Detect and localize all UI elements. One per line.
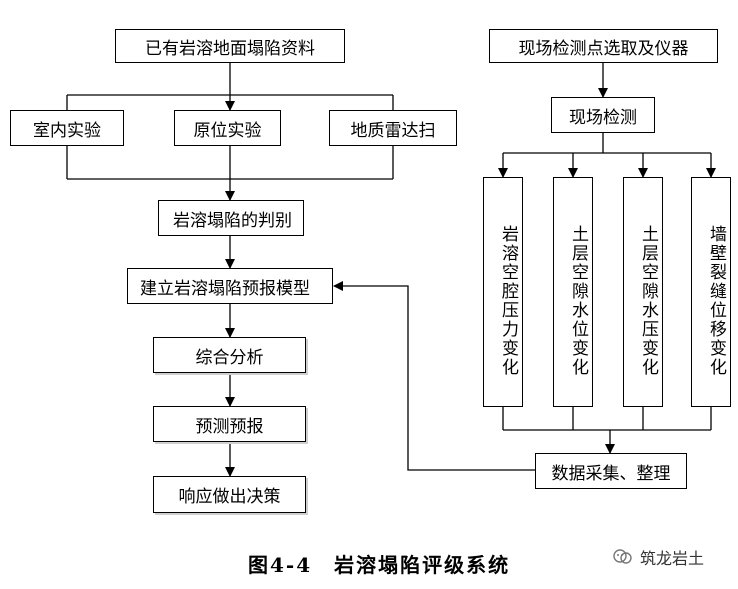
analysis-box: 综合分析	[153, 337, 306, 373]
existing-data-label: 已有岩溶地面塌陷资料	[145, 38, 315, 59]
decision-box: 响应做出决策	[153, 476, 306, 513]
wechat-logo-icon	[613, 549, 632, 564]
model-box: 建立岩溶塌陷预报模型	[127, 268, 333, 304]
forecast-box: 预测预报	[153, 406, 306, 442]
pore-water-pressure-label: 土层空隙水压变化	[638, 225, 658, 377]
in-situ-test-label: 原位实验	[193, 120, 262, 141]
pore-water-level-box: 土层空隙水位变化	[553, 177, 593, 407]
indoor-test-box: 室内实验	[10, 110, 124, 146]
site-selection-label: 现场检测点选取及仪器	[518, 38, 689, 59]
radar-scan-box: 地质雷达扫	[329, 110, 457, 146]
pore-water-pressure-box: 土层空隙水压变化	[623, 177, 663, 407]
site-selection-box: 现场检测点选取及仪器	[489, 29, 718, 63]
forecast-label: 预测预报	[195, 416, 264, 437]
radar-scan-label: 地质雷达扫	[350, 120, 436, 141]
watermark-text: 筑龙岩土	[640, 549, 705, 568]
indoor-test-label: 室内实验	[33, 120, 101, 141]
in-situ-test-box: 原位实验	[174, 110, 281, 146]
data-collection-label: 数据采集、整理	[551, 463, 671, 484]
identify-label: 岩溶塌陷的判别	[173, 210, 292, 231]
existing-data-box: 已有岩溶地面塌陷资料	[115, 29, 345, 63]
model-label: 建立岩溶塌陷预报模型	[140, 278, 310, 299]
field-test-label: 现场检测	[569, 107, 637, 128]
watermark: 筑龙岩土	[612, 545, 704, 569]
arrow-data-to-model	[333, 281, 535, 471]
pore-water-level-label: 土层空隙水位变化	[568, 225, 588, 377]
figure-caption: 图4-4 岩溶塌陷评级系统	[248, 553, 511, 577]
analysis-label: 综合分析	[195, 347, 264, 368]
decision-label: 响应做出决策	[178, 487, 281, 507]
cavity-pressure-box: 岩溶空腔压力变化	[483, 177, 523, 407]
wall-crack-label: 墙壁裂缝位移变化	[706, 225, 726, 377]
identify-box: 岩溶塌陷的判别	[158, 200, 304, 236]
cavity-pressure-label: 岩溶空腔压力变化	[498, 225, 518, 377]
wall-crack-box: 墙壁裂缝位移变化	[691, 177, 731, 407]
data-collection-box: 数据采集、整理	[535, 453, 687, 489]
field-test-box: 现场检测	[551, 97, 655, 133]
